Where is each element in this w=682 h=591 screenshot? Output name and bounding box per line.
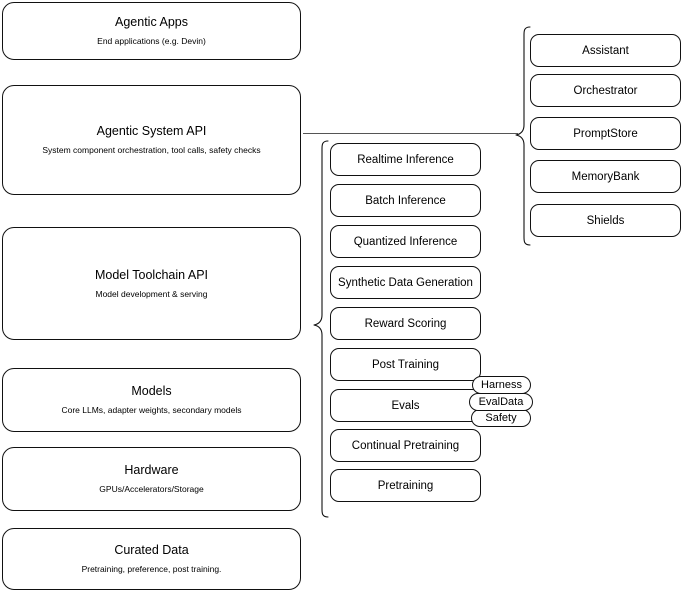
layer-subtitle: GPUs/Accelerators/Storage [99, 484, 204, 494]
component-promptstore[interactable]: PromptStore [530, 117, 681, 150]
capability-label: Synthetic Data Generation [338, 276, 473, 289]
layer-model-toolchain-api[interactable]: Model Toolchain API Model development & … [2, 227, 301, 340]
layer-title: Agentic System API [96, 124, 207, 139]
capability-evals[interactable]: Evals [330, 389, 481, 422]
capability-label: Evals [391, 399, 420, 412]
layer-subtitle: Core LLMs, adapter weights, secondary mo… [61, 405, 242, 415]
layer-subtitle: Model development & serving [95, 288, 208, 299]
layer-subtitle: Pretraining, preference, post training. [81, 564, 222, 574]
component-label: Orchestrator [573, 84, 638, 97]
capability-label: Continual Pretraining [351, 439, 460, 452]
component-shields[interactable]: Shields [530, 204, 681, 237]
capability-reward-scoring[interactable]: Reward Scoring [330, 307, 481, 340]
layer-subtitle: End applications (e.g. Devin) [97, 36, 206, 46]
brace-system-components [515, 26, 531, 246]
badge-label: EvalData [478, 396, 524, 408]
layer-models[interactable]: Models Core LLMs, adapter weights, secon… [2, 368, 301, 432]
capability-pretraining[interactable]: Pretraining [330, 469, 481, 502]
component-assistant[interactable]: Assistant [530, 34, 681, 67]
layer-title: Curated Data [114, 543, 189, 558]
evals-badge-safety[interactable]: Safety [471, 409, 531, 427]
component-memorybank[interactable]: MemoryBank [530, 160, 681, 193]
component-orchestrator[interactable]: Orchestrator [530, 74, 681, 107]
layer-title: Model Toolchain API [94, 267, 209, 282]
capability-label: Batch Inference [365, 194, 446, 207]
capability-post-training[interactable]: Post Training [330, 348, 481, 381]
badge-label: Safety [485, 412, 517, 424]
capability-synthetic-data-generation[interactable]: Synthetic Data Generation [330, 266, 481, 299]
layer-subtitle: System component orchestration, tool cal… [42, 145, 261, 155]
capability-quantized-inference[interactable]: Quantized Inference [330, 225, 481, 258]
layer-curated-data[interactable]: Curated Data Pretraining, preference, po… [2, 528, 301, 590]
capability-label: Quantized Inference [353, 235, 458, 248]
badge-label: Harness [481, 379, 522, 391]
capability-label: Realtime Inference [357, 153, 454, 166]
capability-label: Post Training [371, 358, 440, 371]
evals-badge-harness[interactable]: Harness [472, 376, 531, 394]
layer-title: Hardware [124, 463, 179, 478]
component-label: Assistant [582, 44, 629, 57]
component-label: PromptStore [573, 127, 638, 140]
layer-title: Agentic Apps [115, 15, 188, 30]
layer-agentic-system-api[interactable]: Agentic System API System component orch… [2, 85, 301, 195]
layer-title: Models [131, 384, 172, 399]
component-label: Shields [586, 214, 625, 227]
capability-label: Reward Scoring [364, 317, 447, 330]
capability-continual-pretraining[interactable]: Continual Pretraining [330, 429, 481, 462]
brace-toolchain-capabilities [313, 140, 329, 518]
evals-badge-evaldata[interactable]: EvalData [469, 393, 533, 411]
layer-agentic-apps[interactable]: Agentic Apps End applications (e.g. Devi… [2, 2, 301, 60]
capability-batch-inference[interactable]: Batch Inference [330, 184, 481, 217]
capability-realtime-inference[interactable]: Realtime Inference [330, 143, 481, 176]
component-label: MemoryBank [571, 170, 640, 183]
capability-label: Pretraining [377, 479, 434, 492]
connector-system-api-to-components [303, 133, 518, 134]
layer-hardware[interactable]: Hardware GPUs/Accelerators/Storage [2, 447, 301, 511]
